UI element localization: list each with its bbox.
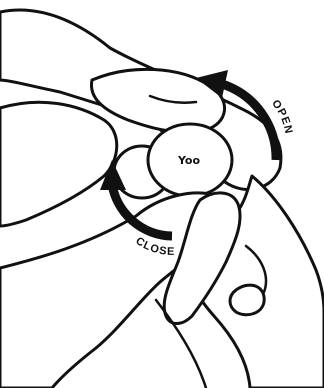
cap: Yoo xyxy=(114,124,232,198)
cap-logo: Yoo xyxy=(177,154,201,167)
palm xyxy=(0,102,117,226)
thumbnail xyxy=(230,285,264,315)
